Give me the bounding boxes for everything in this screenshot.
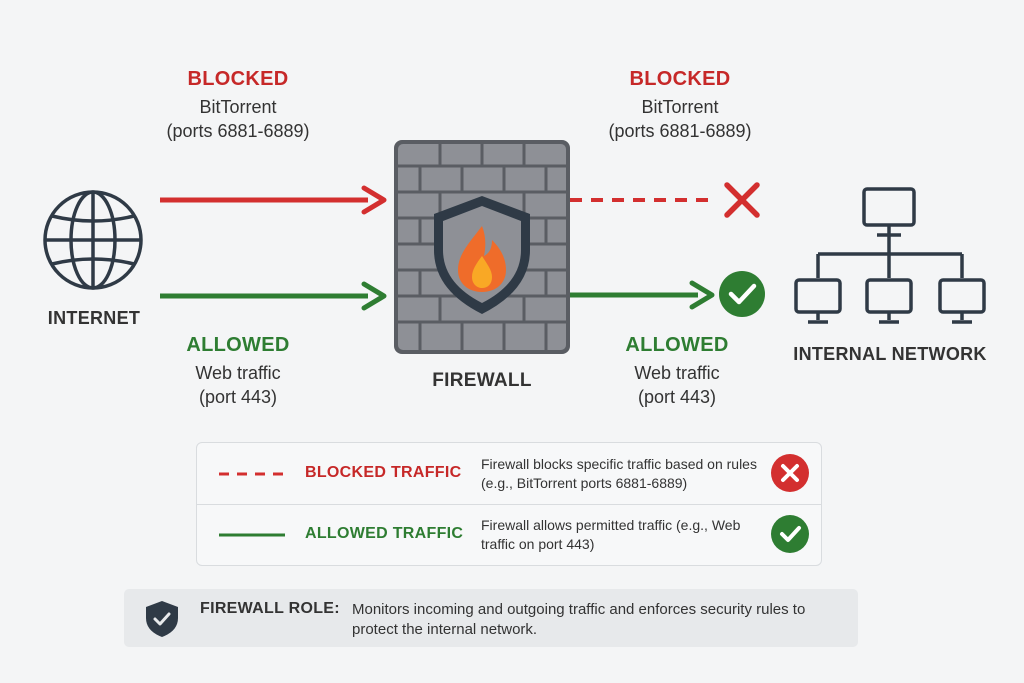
legend-row-blocked: BLOCKED TRAFFIC Firewall blocks specific…: [197, 443, 821, 505]
diagram-canvas: [43, 140, 986, 354]
legend-blocked-desc: Firewall blocks specific traffic based o…: [481, 456, 757, 491]
legend: BLOCKED TRAFFIC Firewall blocks specific…: [196, 442, 822, 566]
allowed-arrow-in: [160, 281, 387, 311]
dashed-line-icon: [219, 472, 285, 476]
role-text: Monitors incoming and outgoing traffic a…: [352, 601, 806, 638]
solid-line-icon: [219, 533, 285, 537]
blocked-label-right: BLOCKED BitTorrent (ports 6881-6889): [570, 68, 790, 143]
x-circle-icon: [771, 454, 809, 492]
blocked-ports: (ports 6881-6889): [608, 121, 752, 141]
allowed-arrow-out: [570, 280, 715, 310]
legend-allowed-title: ALLOWED TRAFFIC: [305, 525, 464, 542]
monitor-icon: [794, 278, 842, 324]
firewall-role-box: FIREWALL ROLE: Monitors incoming and out…: [124, 589, 858, 647]
blocked-arrow-in: [160, 185, 387, 215]
firewall-label: FIREWALL: [432, 370, 532, 391]
allowed-label-right: ALLOWED Web traffic (port 443): [567, 334, 787, 409]
blocked-status: BLOCKED: [629, 68, 731, 90]
internal-network-label: INTERNAL NETWORK: [793, 344, 987, 364]
network-icon: [794, 187, 986, 324]
blocked-desc: BitTorrent: [199, 97, 277, 117]
blocked-desc: BitTorrent: [641, 97, 719, 117]
allowed-desc: Web traffic: [195, 363, 281, 383]
blocked-ports: (ports 6881-6889): [166, 121, 310, 141]
allowed-status: ALLOWED: [186, 334, 290, 356]
monitor-icon: [865, 278, 913, 324]
role-title: FIREWALL ROLE:: [200, 600, 340, 617]
blocked-label-left: BLOCKED BitTorrent (ports 6881-6889): [128, 68, 348, 143]
check-icon: [719, 271, 765, 317]
globe-icon: [43, 190, 143, 290]
legend-allowed-desc: Firewall allows permitted traffic (e.g.,…: [481, 517, 741, 552]
allowed-status: ALLOWED: [625, 334, 729, 356]
allowed-desc: Web traffic: [634, 363, 720, 383]
monitor-icon: [862, 187, 916, 237]
flame-icon: [458, 226, 506, 292]
allowed-label-left: ALLOWED Web traffic (port 443): [128, 334, 348, 409]
check-circle-icon: [771, 515, 809, 553]
legend-row-allowed: ALLOWED TRAFFIC Firewall allows permitte…: [197, 504, 821, 565]
allowed-ports: (port 443): [198, 387, 278, 407]
firewall-icon: [394, 140, 570, 354]
internet-label: INTERNET: [47, 308, 141, 328]
allowed-ports: (port 443): [637, 387, 717, 407]
legend-blocked-title: BLOCKED TRAFFIC: [305, 464, 462, 481]
monitor-icon: [938, 278, 986, 324]
shield-check-icon: [146, 601, 178, 637]
x-icon: [724, 182, 760, 218]
blocked-status: BLOCKED: [187, 68, 289, 90]
